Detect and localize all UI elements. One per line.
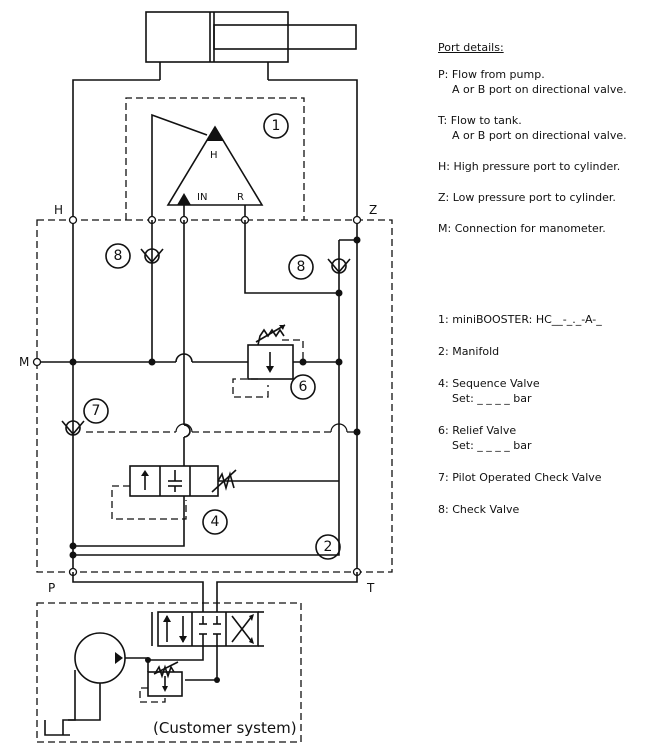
legend-line: A or B port on directional valve.	[452, 83, 627, 96]
legend-line: P: Flow from pump.	[438, 68, 545, 81]
legend-component-1: 1: miniBOOSTER: HC__-_._-A-_	[438, 312, 653, 327]
side-nodes	[32, 357, 362, 577]
port-h-label: H	[54, 203, 63, 217]
legend-line: Set: _ _ _ _ bar	[452, 392, 532, 405]
relief-valve-6	[247, 324, 294, 380]
svg-text:6: 6	[299, 379, 308, 395]
legend-line: H: High pressure port to cylinder.	[438, 160, 621, 173]
callout-4: 4	[202, 509, 228, 535]
legend-line: 1: miniBOOSTER: HC__-_._-A-_	[438, 313, 602, 326]
port-m-label: M	[19, 355, 29, 369]
pilot-lines	[86, 339, 357, 520]
sequence-valve-4	[129, 465, 237, 497]
svg-text:1: 1	[272, 118, 281, 134]
svg-text:7: 7	[92, 403, 101, 419]
booster-enclosure	[125, 97, 305, 220]
customer-lines	[44, 646, 218, 736]
pt-supply-lines	[72, 572, 358, 612]
legend-component-6: 6: Relief Valve Set: _ _ _ _ bar	[438, 423, 653, 453]
legend: Port details: P: Flow from pump. A or B …	[438, 40, 653, 534]
top-interface-nodes	[68, 215, 362, 225]
callout-8-left: 8	[105, 243, 131, 269]
svg-text:2: 2	[324, 539, 333, 555]
port-h-booster-label: H	[210, 150, 218, 161]
legend-spacer	[438, 252, 653, 312]
pump-symbol	[74, 632, 148, 684]
legend-line: 7: Pilot Operated Check Valve	[438, 471, 602, 484]
callout-6: 6	[290, 374, 316, 400]
legend-line: 8: Check Valve	[438, 503, 520, 516]
port-t-label: T	[366, 581, 375, 595]
legend-port-p: P: Flow from pump. A or B port on direct…	[438, 67, 653, 97]
svg-text:4: 4	[211, 514, 220, 530]
svg-text:8: 8	[297, 259, 306, 275]
minibooster-symbol: H IN R	[151, 113, 264, 220]
port-z-label: Z	[369, 203, 377, 217]
customer-system-boundary	[36, 602, 302, 743]
legend-component-7: 7: Pilot Operated Check Valve	[438, 470, 653, 485]
customer-system-label: (Customer system)	[153, 719, 297, 737]
legend-line: 6: Relief Valve	[438, 424, 517, 437]
legend-line: Set: _ _ _ _ bar	[452, 439, 532, 452]
callout-1: 1	[263, 113, 289, 139]
manifold-boundary	[36, 219, 393, 573]
svg-text:8: 8	[114, 248, 123, 264]
directional-valve	[151, 611, 264, 647]
legend-line: T: Flow to tank.	[438, 114, 522, 127]
legend-component-8: 8: Check Valve	[438, 502, 653, 517]
check-valve-8-right	[327, 258, 351, 274]
legend-port-t: T: Flow to tank. A or B port on directio…	[438, 113, 653, 143]
legend-port-h: H: High pressure port to cylinder.	[438, 159, 653, 174]
callout-2: 2	[315, 534, 341, 560]
customer-relief-valve	[139, 657, 220, 703]
manifold-lines	[37, 220, 357, 556]
legend-component-4: 4: Sequence Valve Set: _ _ _ _ bar	[438, 376, 653, 406]
check-valve-7	[61, 420, 85, 436]
check-valve-8-left	[140, 248, 164, 264]
legend-heading: Port details:	[438, 41, 504, 54]
legend-line: M: Connection for manometer.	[438, 222, 606, 235]
junction-dots	[69, 236, 361, 559]
callout-8-right: 8	[288, 254, 314, 280]
legend-line: A or B port on directional valve.	[452, 129, 627, 142]
legend-line: 2: Manifold	[438, 345, 500, 358]
legend-line: Z: Low pressure port to cylinder.	[438, 191, 616, 204]
cylinder-lines	[72, 79, 358, 572]
legend-line: 4: Sequence Valve	[438, 377, 540, 390]
legend-component-2: 2: Manifold	[438, 344, 653, 359]
legend-port-z: Z: Low pressure port to cylinder.	[438, 190, 653, 205]
port-in-label: IN	[197, 192, 207, 203]
callout-7: 7	[83, 398, 109, 424]
cylinder	[145, 11, 357, 80]
legend-port-m: M: Connection for manometer.	[438, 221, 653, 236]
port-p-label: P	[48, 581, 55, 595]
port-r-label: R	[237, 192, 244, 203]
